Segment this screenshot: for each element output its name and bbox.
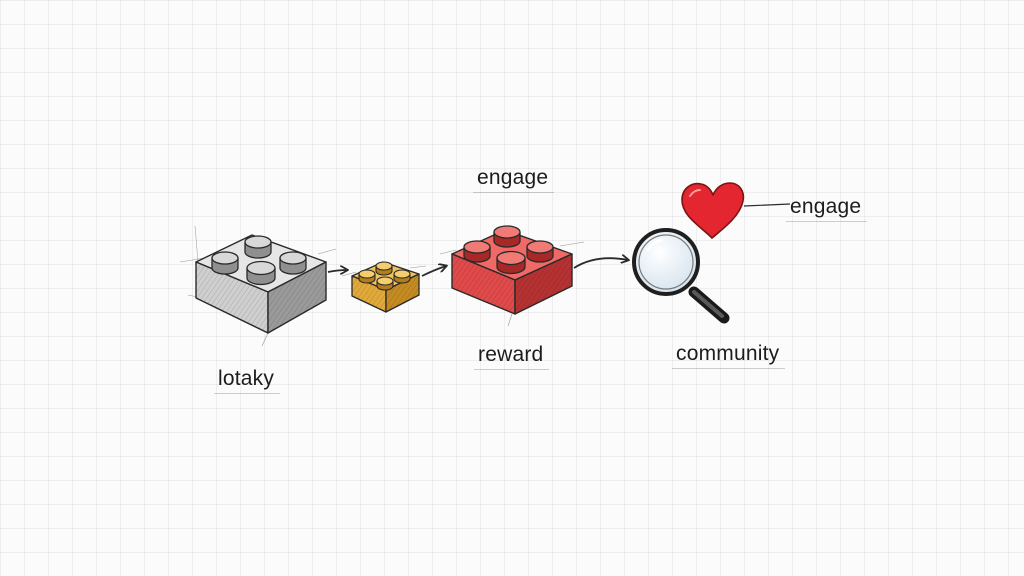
label-engage-heart: engage [785, 195, 868, 222]
label-community: community [671, 342, 786, 369]
gray-brick-icon [179, 225, 337, 347]
arrow-3 [573, 258, 628, 269]
label-engage-top: engage [472, 166, 555, 193]
red-brick-icon [439, 225, 585, 327]
label-loyalty: lotaky [213, 367, 281, 394]
arrow-1 [327, 270, 347, 272]
label-reward: reward [473, 343, 550, 370]
heart-icon [681, 182, 791, 239]
arrow-2 [421, 266, 446, 277]
magnifier-icon [632, 228, 730, 324]
yellow-brick-icon [341, 261, 427, 313]
